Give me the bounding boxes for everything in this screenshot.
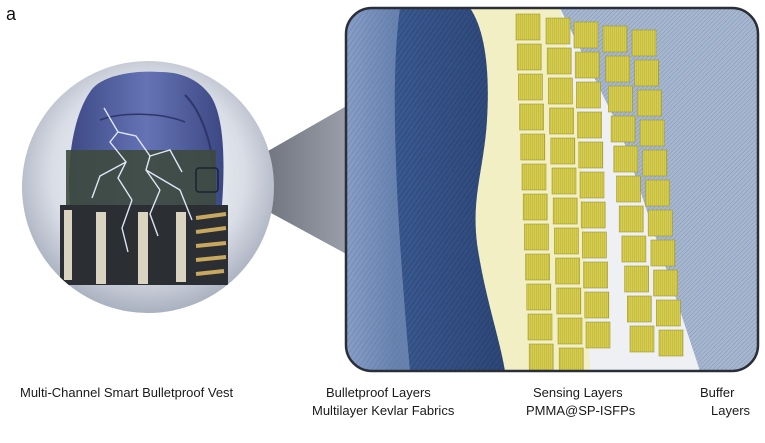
sensor-pad-texture xyxy=(550,138,575,164)
sensor-pad-texture xyxy=(519,104,544,130)
sensor-pad-texture xyxy=(547,48,572,74)
caption-vest: Multi-Channel Smart Bulletproof Vest xyxy=(20,385,234,400)
sensor-pad-texture xyxy=(611,116,636,142)
sensor-pad-texture xyxy=(656,300,681,326)
sensor-pad-texture xyxy=(659,330,683,356)
sensor-pad-texture xyxy=(528,314,552,340)
sensor-pad-texture xyxy=(525,254,550,280)
sensor-pad-texture xyxy=(554,228,579,254)
sensor-pad-texture xyxy=(518,74,543,100)
sensor-pad-texture xyxy=(624,266,649,292)
sensor-pad-texture xyxy=(549,108,574,134)
sensor-pad-texture xyxy=(523,194,548,220)
sensor-pad-texture xyxy=(621,236,646,262)
sensor-pad-texture xyxy=(580,172,604,198)
inset-frame xyxy=(344,6,760,373)
sensor-pad-texture xyxy=(645,180,670,206)
sensor-pad-texture xyxy=(605,56,630,82)
caption-buffer-title: Buffer xyxy=(700,385,735,400)
caption-bulletproof-subtitle: Multilayer Kevlar Fabrics xyxy=(312,403,455,418)
sensor-pad-texture xyxy=(630,326,654,352)
caption-bulletproof-title: Bulletproof Layers xyxy=(326,385,431,400)
sensor-pad-texture xyxy=(627,296,652,322)
sensor-pad-texture xyxy=(653,270,678,296)
sensor-pad-texture xyxy=(516,14,540,40)
sensor-pad-texture xyxy=(586,322,610,348)
sensor-pad-texture xyxy=(577,112,602,138)
sensor-pad-texture xyxy=(556,288,581,314)
sensor-pad-texture xyxy=(529,344,554,370)
sensor-pad-texture xyxy=(608,86,633,112)
sensor-pad-texture xyxy=(583,262,608,288)
caption-sensing-title: Sensing Layers xyxy=(533,385,623,400)
sensor-pad-texture xyxy=(546,18,570,44)
caption-sensing-subtitle: PMMA@SP-ISFPs xyxy=(526,403,636,418)
sensor-pad-texture xyxy=(584,292,609,318)
sensor-pad-texture xyxy=(548,78,573,104)
sensor-pad-texture xyxy=(581,202,606,228)
sensor-pad-texture xyxy=(650,240,675,266)
sensor-pad-texture xyxy=(578,142,603,168)
sensor-pad-texture xyxy=(634,60,659,86)
sensor-pad-texture xyxy=(555,258,580,284)
sensor-pad-texture xyxy=(522,164,546,190)
sensor-pad-texture xyxy=(616,176,641,202)
caption-buffer-subtitle: Layers xyxy=(711,403,751,418)
zoom-cone xyxy=(214,104,350,256)
sensor-pad-texture xyxy=(576,82,601,108)
sensor-pad-texture xyxy=(632,30,656,56)
sensor-pad-texture xyxy=(524,224,549,250)
sensor-pad-texture xyxy=(642,150,667,176)
sensor-pad-array xyxy=(515,13,684,371)
sensor-pad-texture xyxy=(603,26,627,52)
sensor-pad-texture xyxy=(613,146,638,172)
sensor-pad-texture xyxy=(553,198,578,224)
sensor-pad-texture xyxy=(637,90,662,116)
sensor-pad-texture xyxy=(574,22,598,48)
sensor-pad-texture xyxy=(575,52,600,78)
sensor-pad-texture xyxy=(619,206,644,232)
sensor-pad-texture xyxy=(648,210,673,236)
sensor-pad-texture xyxy=(640,120,665,146)
layer-inset xyxy=(346,8,758,371)
sensor-pad-texture xyxy=(558,318,582,344)
sensor-pad-texture xyxy=(582,232,607,258)
sensor-pad-texture xyxy=(552,168,576,194)
sensor-pad-texture xyxy=(520,134,545,160)
vest-illustration xyxy=(22,61,274,313)
sensor-pad-texture xyxy=(517,44,542,70)
panel-letter: a xyxy=(6,4,17,24)
sensor-pad-texture xyxy=(559,348,584,371)
sensor-pad-texture xyxy=(526,284,551,310)
